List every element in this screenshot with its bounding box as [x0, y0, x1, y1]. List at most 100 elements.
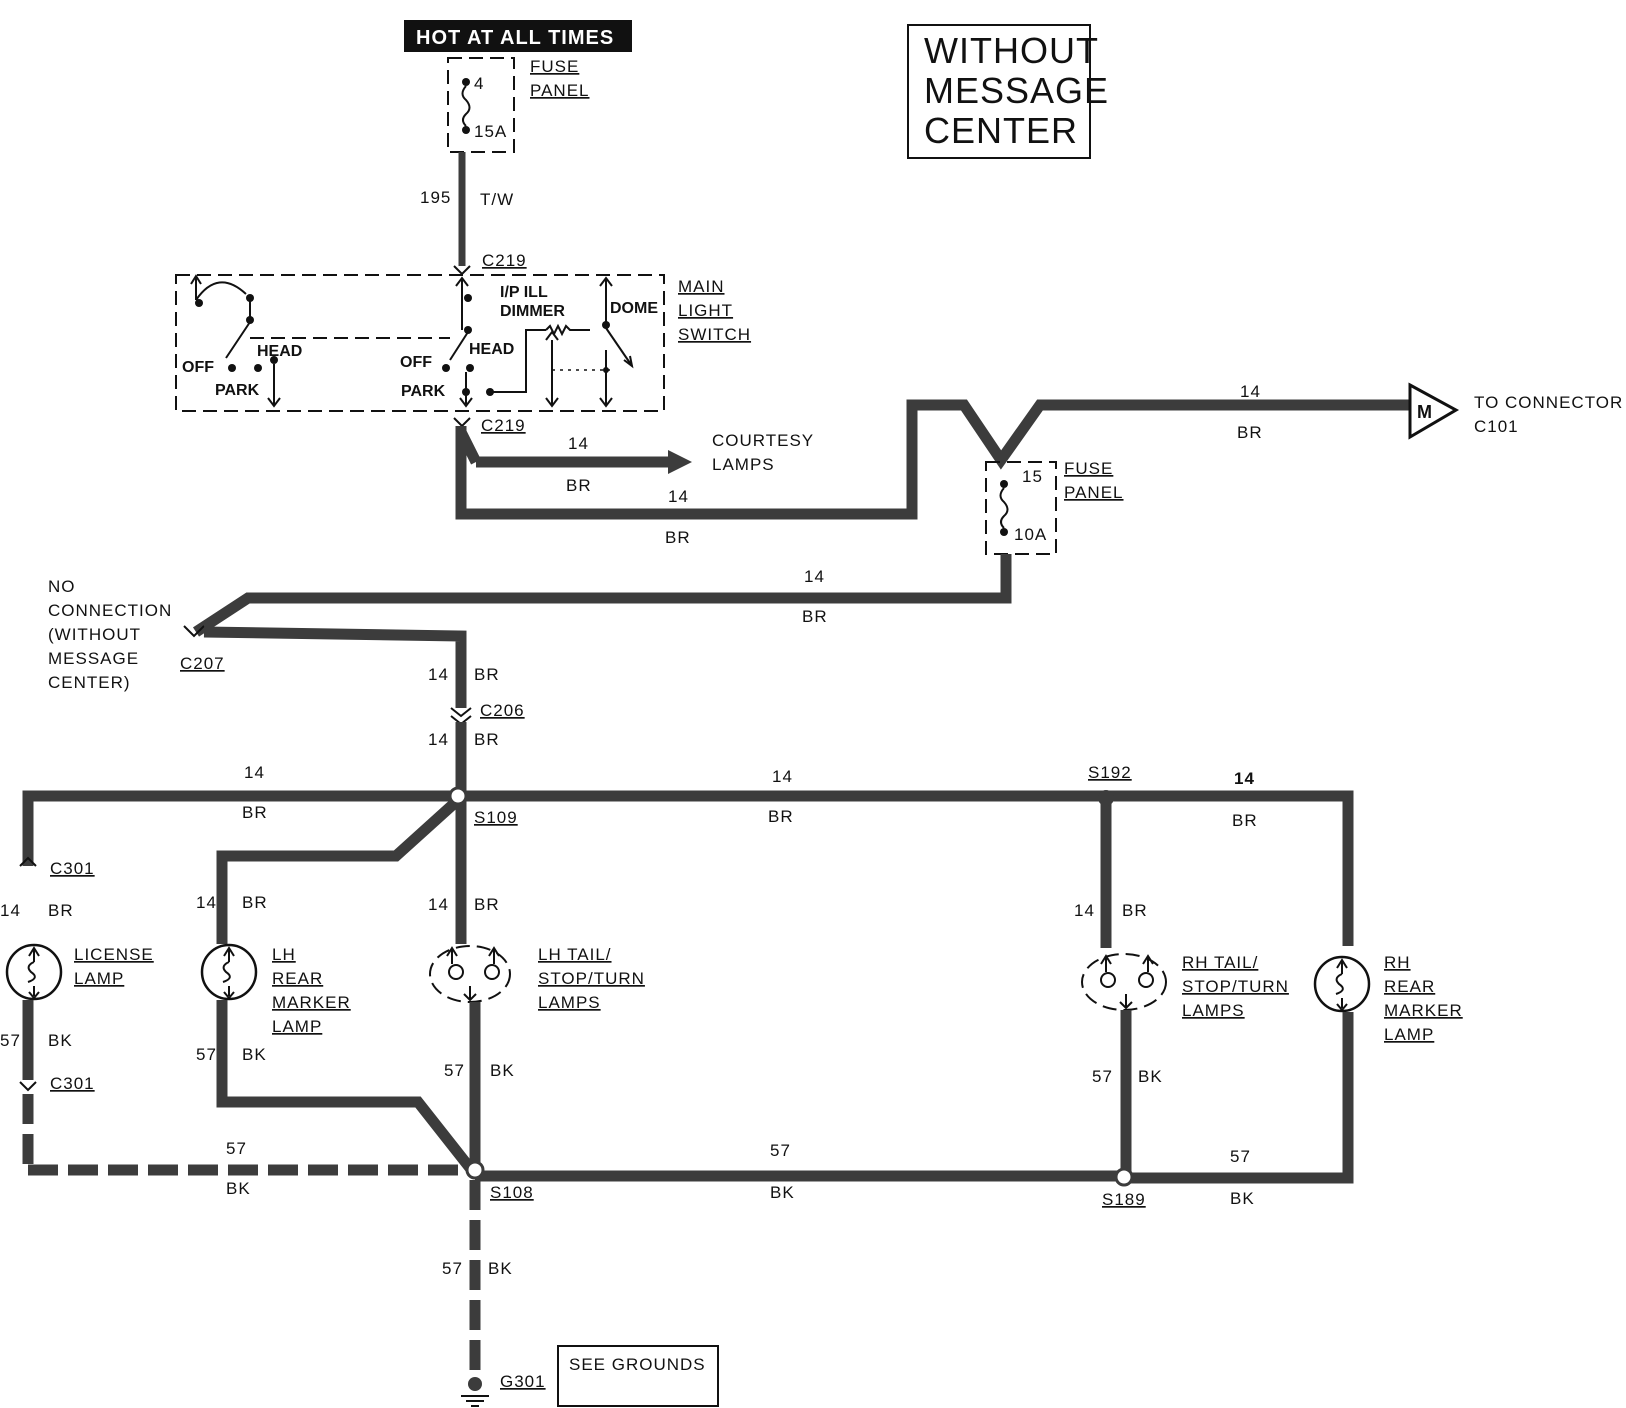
rh-tail-label-1: RH TAIL/ [1182, 953, 1258, 972]
hot-banner: HOT AT ALL TIMES [416, 27, 614, 49]
wire-label-57-ground-right: 57 [1230, 1147, 1251, 1166]
wire-label-14-c207: 14 [804, 567, 825, 586]
wire-label-57-license: 57 [0, 1031, 21, 1050]
hot-banner-background [404, 20, 632, 52]
lh-tail-label-2: STOP/TURN [538, 969, 645, 988]
see-grounds-box [557, 1345, 719, 1407]
splice-s189-symbol [1114, 1167, 1134, 1187]
no-connection-line-2: CONNECTION [48, 601, 172, 620]
fuse-panel-right: 15 10A [985, 461, 1057, 555]
wire-label-bk-ground-drop: BK [488, 1259, 513, 1278]
license-lamp-label-2: LAMP [74, 969, 124, 988]
wire-label-bk-license: BK [48, 1031, 73, 1050]
wire-label-bk-ground-mid: BK [770, 1183, 795, 1202]
switch-head-right: HEAD [469, 341, 514, 358]
wire-label-br-lh-marker: BR [242, 893, 268, 912]
wire-label-br-license: BR [48, 901, 74, 920]
to-connector-symbol-letter: M [1417, 402, 1432, 422]
lh-tail-label-3: LAMPS [538, 993, 601, 1012]
wire-label-14-rh-tail: 14 [1074, 901, 1095, 920]
wire-label-14-bus-mid: 14 [772, 767, 793, 786]
connector-c219-top-symbol [453, 265, 471, 276]
to-connector-c101-symbol [1408, 382, 1460, 440]
wire-bk-lh-marker [216, 1000, 475, 1172]
no-connection-line-1: NO [48, 577, 76, 596]
switch-ip-ill: I/P ILL [500, 284, 548, 301]
wire-label-br-loop: BR [665, 528, 691, 547]
wire-label-br-bus-mid: BR [768, 807, 794, 826]
connector-c206: C206 [480, 701, 525, 720]
switch-off-right: OFF [400, 354, 432, 371]
connector-c219-bottom-symbol [453, 417, 471, 428]
lh-marker-label-4: LAMP [272, 1017, 322, 1036]
lh-tail-lamp-symbol [429, 945, 511, 1003]
rh-tail-label-2: STOP/TURN [1182, 977, 1289, 996]
switch-head-left: HEAD [257, 343, 302, 360]
to-connector-label-2: C101 [1474, 417, 1519, 436]
lh-marker-lamp-symbol [200, 943, 258, 1001]
lh-marker-label-1: LH [272, 945, 296, 964]
wire-label-14-c206-top: 14 [428, 665, 449, 684]
wire-br-courtesy-branch [456, 429, 481, 465]
wire-label-br-c206-bottom: BR [474, 730, 500, 749]
wire-br-c207-to-c206 [203, 626, 467, 708]
wire-label-br-c101: BR [1237, 423, 1263, 442]
courtesy-arrow [668, 450, 692, 474]
main-light-switch [175, 274, 665, 412]
wire-label-57-ground-drop: 57 [442, 1259, 463, 1278]
fuse-right-rating: 10A [1014, 525, 1047, 544]
connector-c301-top: C301 [50, 859, 95, 878]
connector-c206-symbol-top [450, 707, 472, 718]
splice-s192: S192 [1088, 763, 1132, 782]
rh-marker-label-2: REAR [1384, 977, 1435, 996]
fuse-right-label-2: PANEL [1064, 483, 1124, 502]
fuse-top-rating: 15A [474, 122, 507, 141]
splice-s108-symbol [465, 1160, 485, 1180]
switch-dimmer: DIMMER [500, 303, 565, 320]
switch-label-3: SWITCH [678, 325, 751, 344]
rh-tail-lamp-symbol [1081, 953, 1167, 1011]
fuse-panel-top: 4 15A [447, 57, 515, 153]
splice-s108: S108 [490, 1183, 534, 1202]
fuse-top-label-2: PANEL [530, 81, 590, 100]
connector-c301-top-symbol [19, 856, 37, 867]
wire-label-bk-ground-left: BK [226, 1179, 251, 1198]
wire-label-57-ground-mid: 57 [770, 1141, 791, 1160]
wire-label-57-lh-tail: 57 [444, 1061, 465, 1080]
wire-br-fuse-to-c207 [192, 554, 1012, 637]
no-connection-line-3: (WITHOUT [48, 625, 141, 644]
splice-s189: S189 [1102, 1190, 1146, 1209]
wire-label-bk-rh-tail: BK [1138, 1067, 1163, 1086]
lh-tail-label-1: LH TAIL/ [538, 945, 612, 964]
wire-label-br-lh-tail: BR [474, 895, 500, 914]
rh-marker-label-3: MARKER [1384, 1001, 1463, 1020]
switch-label-2: LIGHT [678, 301, 733, 320]
rh-tail-label-3: LAMPS [1182, 1001, 1245, 1020]
fuse-top-number: 4 [474, 74, 484, 93]
ground-g301: G301 [500, 1372, 546, 1391]
wire-label-14-bus-left: 14 [244, 763, 265, 782]
wire-label-14-lh-marker: 14 [196, 893, 217, 912]
splice-s192-symbol [1098, 790, 1114, 806]
see-grounds: SEE GROUNDS [569, 1355, 706, 1374]
wire-label-14-c206-bottom: 14 [428, 730, 449, 749]
to-connector-label-1: TO CONNECTOR [1474, 393, 1623, 412]
no-connection-line-5: CENTER) [48, 673, 131, 692]
wire-br-lh-marker [216, 795, 462, 944]
wire-label-14-license: 14 [0, 901, 21, 920]
wire-bk-rh-marker [1126, 1012, 1354, 1184]
wire-label-br-bus-right: BR [1232, 811, 1258, 830]
wire-label-br-courtesy: BR [566, 476, 592, 495]
connector-c219-bottom: C219 [481, 416, 526, 435]
title-line-2: MESSAGE [924, 70, 1109, 111]
wire-label-14-lh-tail: 14 [428, 895, 449, 914]
wire-label-14-loop: 14 [668, 487, 689, 506]
wire-label-57-ground-left: 57 [226, 1139, 247, 1158]
courtesy-label-2: LAMPS [712, 455, 775, 474]
switch-park-right: PARK [401, 383, 446, 400]
splice-s109: S109 [474, 808, 518, 827]
courtesy-label-1: COURTESY [712, 431, 814, 450]
rh-marker-label-1: RH [1384, 953, 1411, 972]
wire-label-br-c207: BR [802, 607, 828, 626]
